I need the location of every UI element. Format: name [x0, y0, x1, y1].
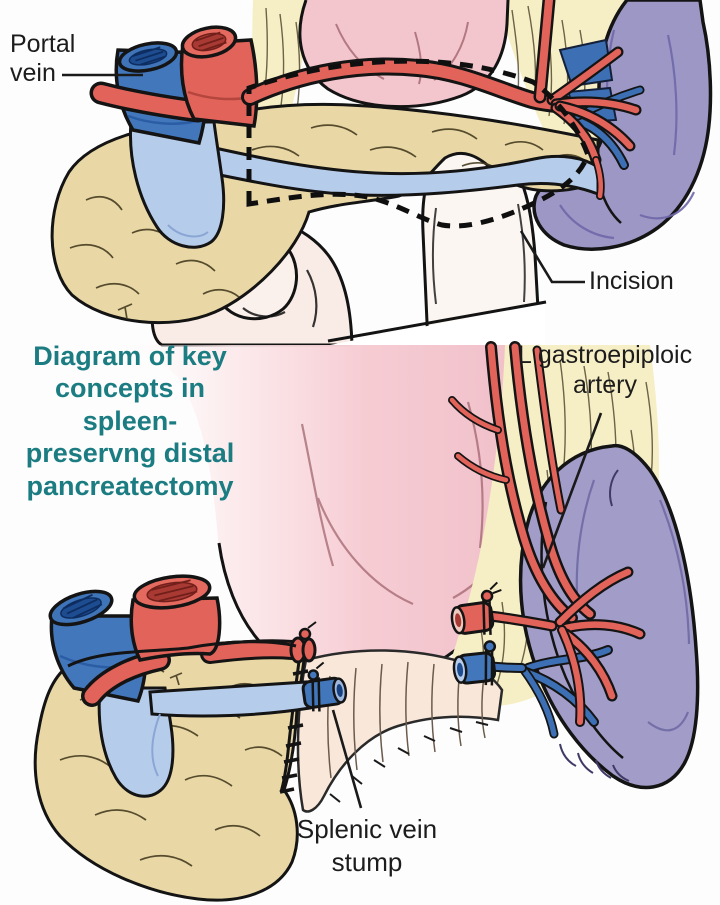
- gastroepiploic-vessels-illustration: [448, 341, 596, 624]
- diagram-title-line: pancreatectomy: [26, 470, 234, 501]
- spleen-bottom-illustration: [518, 443, 700, 790]
- incision-label: Incision: [589, 267, 674, 295]
- bed-fringe: [329, 721, 489, 803]
- diagram-title-line: preservng distal: [25, 438, 235, 469]
- splenic-vein-stump-illustration: [301, 661, 348, 712]
- diagram-title-line: spleen-: [82, 405, 178, 436]
- diagram-title: Diagram of key concepts in spleen- prese…: [0, 340, 260, 502]
- portal-vein-label: Portal vein: [10, 30, 76, 87]
- staple-line: [279, 645, 303, 793]
- mesenteric-vein-illustration: [97, 680, 312, 798]
- stomach-top-illustration: [298, 0, 510, 109]
- incision-dashed-line: [246, 58, 591, 229]
- diagram-title-line: concepts in: [54, 373, 206, 404]
- splenic-hilum-vessels-top: [546, 38, 645, 200]
- gastroepiploic-pointer-line: [541, 412, 603, 569]
- artery-bottom-illustration: [67, 574, 317, 707]
- splenic-vein-stump-label: Splenic vein stump: [296, 814, 438, 877]
- splenic-hilum-vessels-bottom: [481, 566, 646, 739]
- splenic-stump-pointer-line: [331, 709, 363, 809]
- top-panel-illustration: [50, 0, 713, 347]
- diagram-title-line: Diagram of key: [33, 341, 227, 371]
- bottom-panel-illustration: [33, 341, 700, 902]
- splenic-artery-stump: [450, 581, 502, 635]
- splenic-vein-illustration: [129, 120, 600, 249]
- incision-pointer-line: [519, 230, 585, 284]
- gastroepiploic-artery-label: L gastroepiploic artery: [517, 341, 693, 399]
- splenic-vein-stump-spleen-side: [452, 640, 497, 686]
- splenic-artery-stump-remnant: [289, 621, 317, 664]
